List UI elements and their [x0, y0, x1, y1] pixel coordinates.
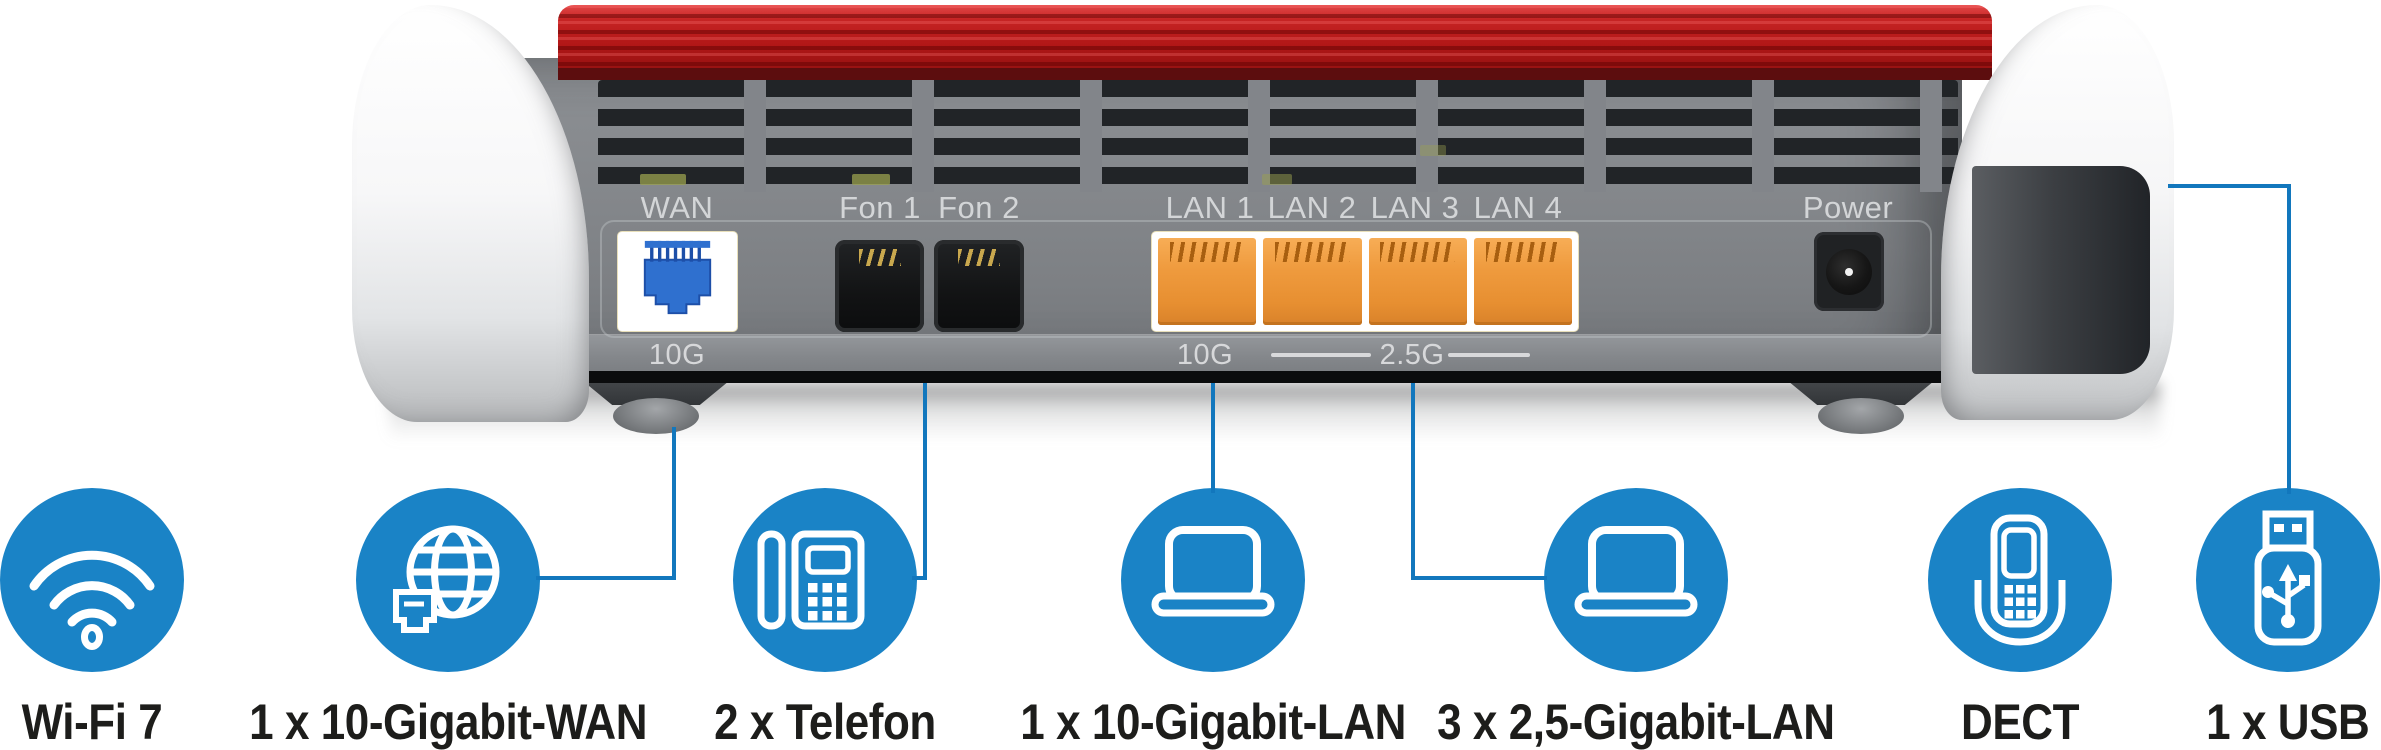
wan-connector-line-vertical: [672, 427, 676, 580]
bottom-label-bar: [394, 334, 1962, 372]
lan25g-feature-label: 3 x 2,5-Gigabit-LAN: [1437, 694, 1835, 750]
usb-feature-badge: [2196, 488, 2380, 672]
laptop-icon: [1151, 526, 1275, 617]
lan1-speed-label: 10G: [1176, 339, 1234, 371]
speed-label-dash: [1448, 353, 1530, 357]
rj45-blue-connector-icon: [643, 240, 712, 315]
speed-label-dash: [1271, 353, 1371, 357]
telephone-icon: [757, 530, 865, 630]
lan1-port-label: LAN 1: [1165, 190, 1255, 225]
dect-handset-icon: [1974, 514, 2066, 646]
usb-feature-label: 1 x USB: [2206, 694, 2370, 750]
wifi-feature-label: Wi-Fi 7: [21, 694, 163, 750]
fon-connector-line-vertical: [923, 383, 927, 580]
fon1-port: [835, 240, 924, 332]
lan25g-connector-line-vertical: [1411, 383, 1415, 580]
wan-feature-badge: [356, 488, 540, 672]
fon2-port: [934, 240, 1024, 332]
lan1-port-pins: [1169, 242, 1245, 262]
lan-group-speed-label: 2.5G: [1379, 339, 1445, 371]
telefon-feature-badge: [733, 488, 917, 672]
device-foot-right-pad: [1818, 398, 1904, 434]
vent-glint: [852, 174, 890, 185]
laptop-icon: [1574, 526, 1698, 617]
globe-wan-icon: [393, 525, 500, 633]
telefon-feature-label: 2 x Telefon: [714, 694, 936, 750]
dect-feature-badge: [1928, 488, 2112, 672]
wifi-icon: [29, 550, 155, 650]
red-top-cover-edge: [558, 68, 1992, 80]
wan-port-label: WAN: [640, 190, 714, 225]
power-jack: [1814, 232, 1884, 311]
usb-connector-line-horizontal: [2168, 184, 2291, 188]
lan-port-group: [1152, 232, 1578, 331]
power-port-label: Power: [1802, 190, 1894, 225]
lan4-port-label: LAN 4: [1473, 190, 1563, 225]
lan2-port-label: LAN 2: [1267, 190, 1357, 225]
lan10g-connector-line-vertical: [1211, 383, 1215, 493]
lan3-port: [1368, 238, 1467, 325]
fon2-port-label: Fon 2: [938, 190, 1020, 225]
vent-glint: [1262, 174, 1292, 185]
lan10g-feature-label: 1 x 10-Gigabit-LAN: [1020, 694, 1406, 750]
port-recess-outline: [600, 220, 1932, 338]
device-foot-left-pad: [613, 398, 699, 434]
wan-feature-label: 1 x 10-Gigabit-WAN: [249, 694, 647, 750]
lan4-port-pins: [1485, 242, 1561, 262]
lan3-port-label: LAN 3: [1370, 190, 1460, 225]
vent-glint: [1420, 145, 1446, 156]
wan-connector-line-horizontal: [536, 576, 676, 580]
red-top-cover: [558, 5, 1992, 71]
lan2-port: [1263, 238, 1362, 325]
power-jack-pin: [1845, 267, 1853, 276]
wan-port: [618, 232, 737, 331]
vent-glint: [640, 174, 686, 185]
lan4-port: [1473, 238, 1572, 325]
lan25g-connector-line-horizontal: [1411, 576, 1547, 580]
power-jack-hole: [1826, 248, 1872, 295]
lan2-port-pins: [1275, 242, 1350, 262]
wan-speed-label: 10G: [648, 339, 706, 371]
fon2-port-pins: [958, 249, 1000, 266]
lan1-port: [1158, 238, 1257, 325]
fon1-port-pins: [858, 249, 901, 266]
bottom-edge: [394, 371, 1962, 383]
usb-stick-icon: [2254, 510, 2322, 646]
fon-connector-line-horizontal: [912, 576, 927, 580]
lan3-port-pins: [1380, 242, 1455, 262]
dect-feature-label: DECT: [1960, 694, 2080, 750]
lan10g-feature-badge: [1121, 488, 1305, 672]
wifi-feature-badge: [0, 488, 184, 672]
lan25g-feature-badge: [1544, 488, 1728, 672]
side-usb-cover: [1972, 166, 2150, 374]
usb-connector-line-vertical: [2287, 184, 2291, 494]
vent-grille: [598, 80, 1958, 192]
fon1-port-label: Fon 1: [839, 190, 921, 225]
